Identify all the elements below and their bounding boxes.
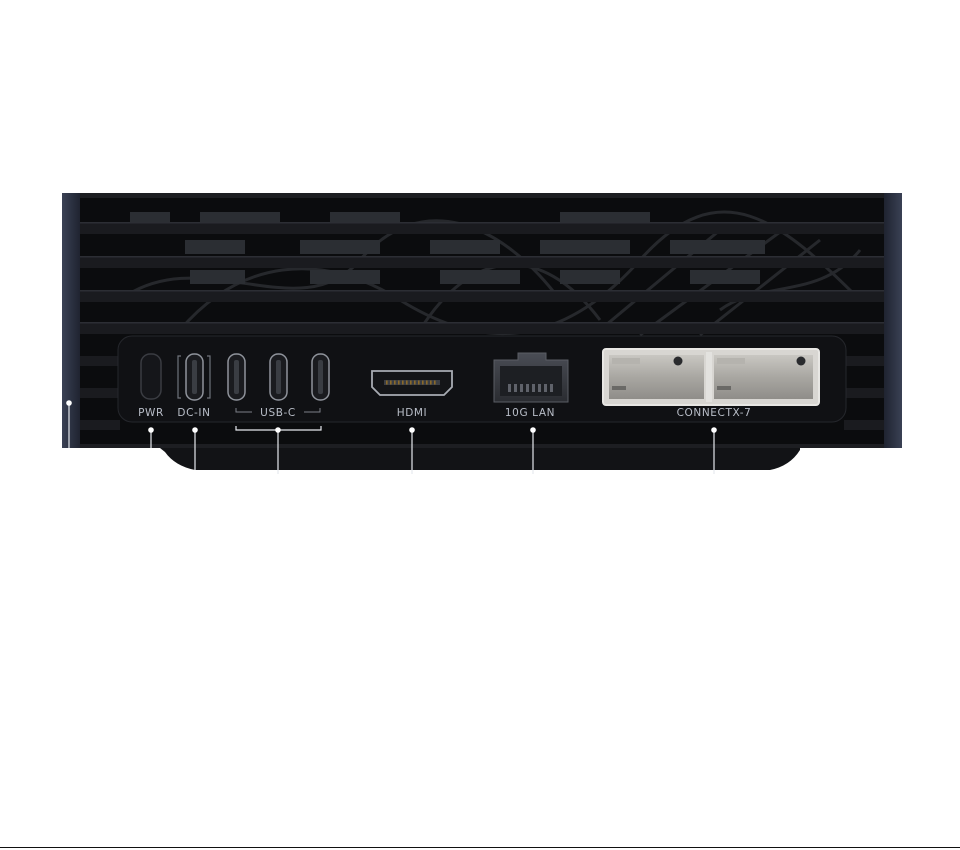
usb-c-label: USB-C [260,407,296,419]
connectx-7-ports[interactable] [602,348,820,406]
hdmi-port[interactable] [371,370,453,396]
power-button-icon[interactable] [140,353,162,400]
internal-parts [130,212,765,284]
bottom-divider [0,847,960,848]
grille-fins [80,222,884,430]
grille-fin-highlights [80,222,884,324]
left-side-cap [62,193,80,448]
dc-in-label: DC-IN [177,407,210,419]
usb-c-port-1[interactable] [227,353,246,401]
callout-lines [66,400,717,474]
lan-label: 10G LAN [505,407,555,419]
usb-c-port-2[interactable] [269,353,288,401]
usb-c-port-3[interactable] [311,353,330,401]
connectx-label: CONNECTX-7 [677,407,752,419]
lan-port[interactable] [493,352,569,403]
right-side-cap [884,193,902,448]
hdmi-label: HDMI [397,407,428,419]
pwr-label: PWR [138,407,164,419]
usb-c-group-brackets [235,408,321,413]
dc-in-port[interactable] [177,353,211,401]
